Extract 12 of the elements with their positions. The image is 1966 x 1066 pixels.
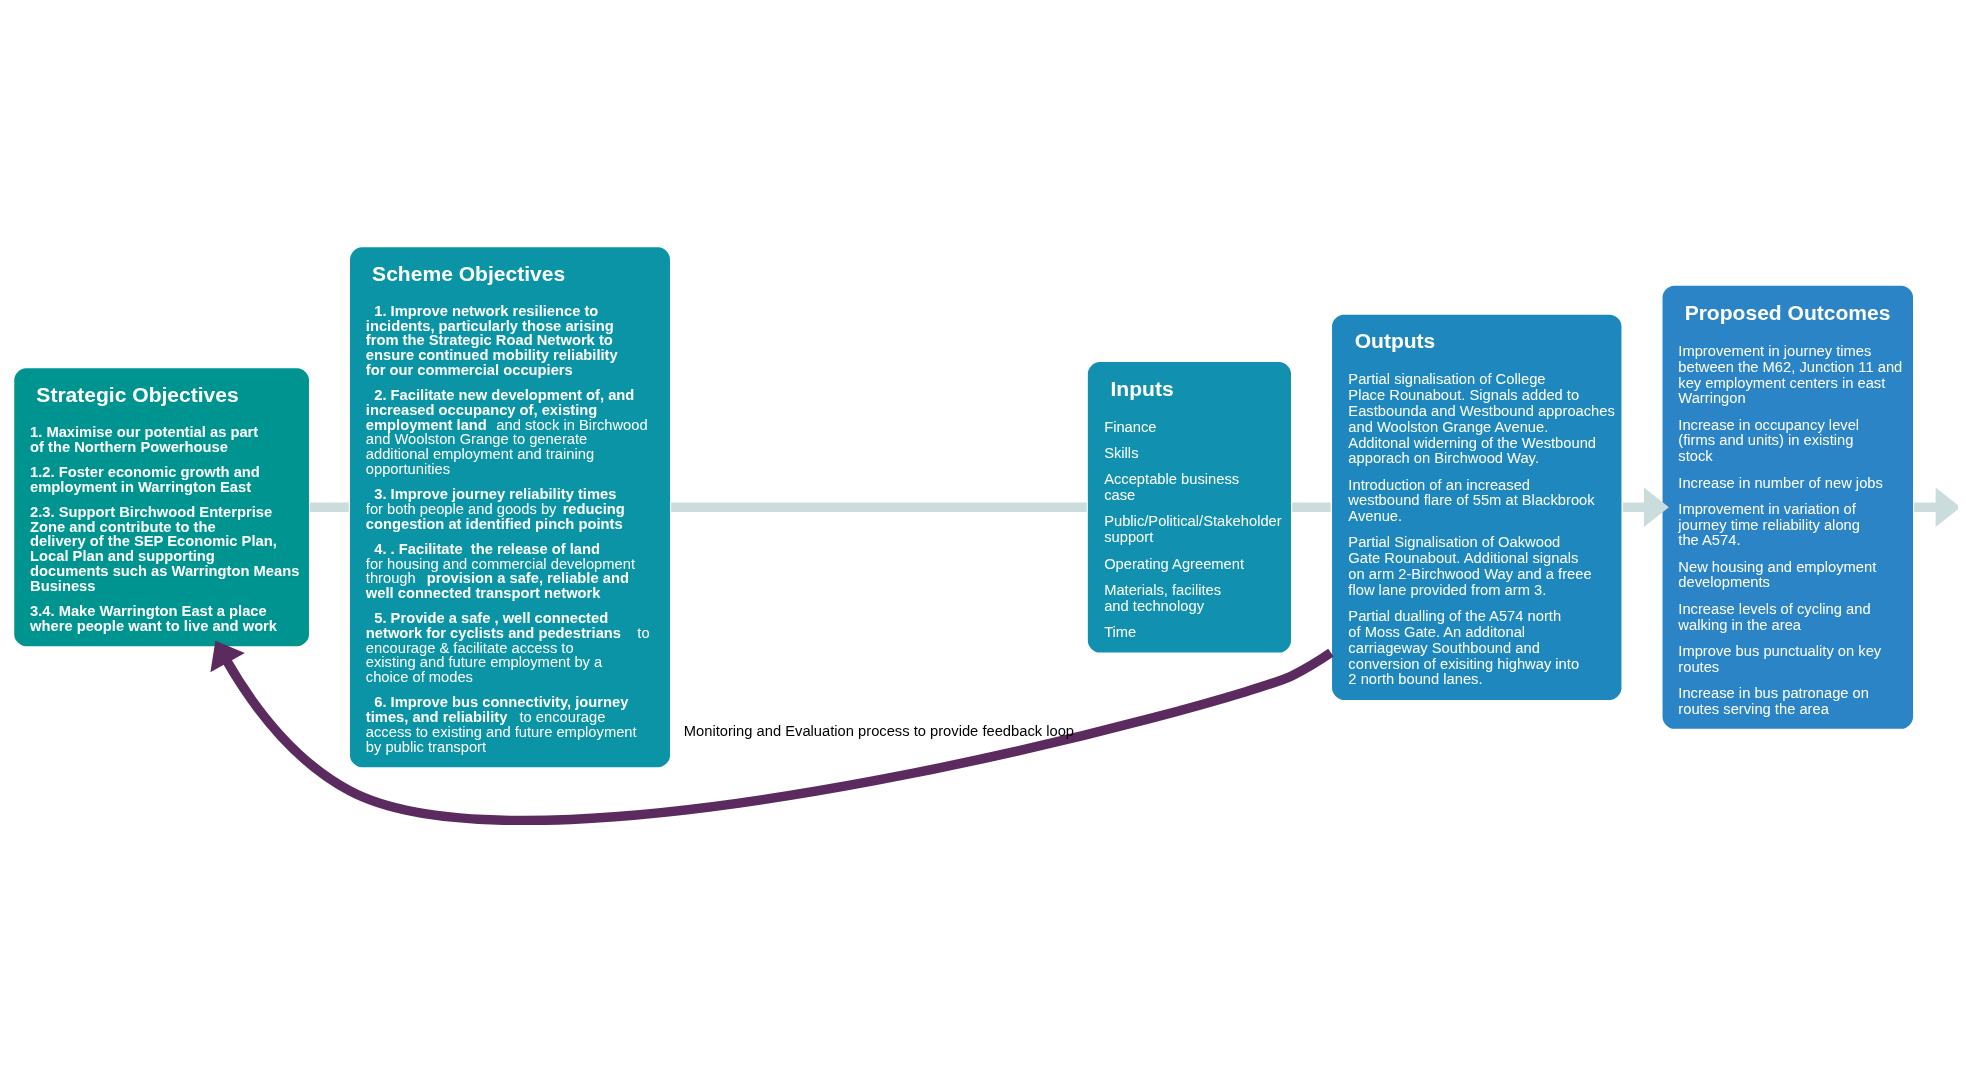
node-box: Strategic Objectives 1. Maximise our potential as part of the Northern Powerhouse 1.2. Foster economic growth and employment in Warrington East 2.3. Support Birchwood Enterprise Zone and contribute to the delivery of the SEP Economic Plan, Local Plan and supporting documents such as Warrington Means Business 3.4. Make Warrington East a place where people want to live and work — [11, 365, 311, 648]
arrow — [1622, 487, 1669, 527]
connector — [309, 502, 349, 512]
arrow — [1913, 487, 1958, 527]
edge-label: Monitoring and Evaluation process to provide feedback loop — [683, 722, 1074, 739]
node-box: Outputs Partial signalisation of College Place Rounabout. Signals added to Eastbounda and Westbound approaches and Woolston Grange Avenue. Additonal widerning of the Westbound apporach on Birchwood Way. Introduction of an increased westbound flare of 55m at Blackbrook Avenue. Partial Signalisation of Oakwood Gate Rounabout. Additional signals on arm 2-Birchwood Way and a freee flow lane provided from arm 3. Partial dualling of the A574 north of Moss Gate. An additonal carriageway Southbound and conversion of exisiting highway into 2 north bound lanes. — [1329, 312, 1624, 702]
node-box: Scheme Objectives 1. Improve network resilience to incidents, particularly those arising from the Strategic Road Network to ensure continued mobility reliability for our commercial occupiers 2. Facilitate new development of, and increased occupancy of, existing employment land and stock in Birchwood and Woolston Grange to generate additional employment and training opportunities 3. Improve journey reliability times for both people and goods by reducing congestion at identified pinch points 4. . Facilitate the release of land for housing and commercial development through provision a safe, reliable and well connected transport network 5. Provide a safe , well connected network for cyclists and pedestrians to encourage & facilitate access to existing and future employment by a choice of modes 6. Improve bus connectivity, journey times, and reliability to encourage access to existing and future employment by public transport — [347, 244, 672, 769]
node-box: Proposed Outcomes Improvement in journey times between the M62, Junction 11 and key employment centers in east Warringon Increase in occupancy level (firms and units) in existing stock Increase in number of new jobs Improvement in variation of journey time reliability along the A574. New housing and employment developments Increase levels of cycling and walking in the area Improve bus punctuality on key routes Increase in bus patronage on routes serving the area — [1659, 283, 1915, 731]
node-box: Inputs Finance Skills Acceptable business case Public/Political/Stakeholder support Operating Agreement Materials, facilites and technology Time — [1085, 359, 1293, 655]
connector — [670, 502, 1087, 512]
connector — [1291, 502, 1331, 512]
arrow — [209, 640, 1333, 824]
